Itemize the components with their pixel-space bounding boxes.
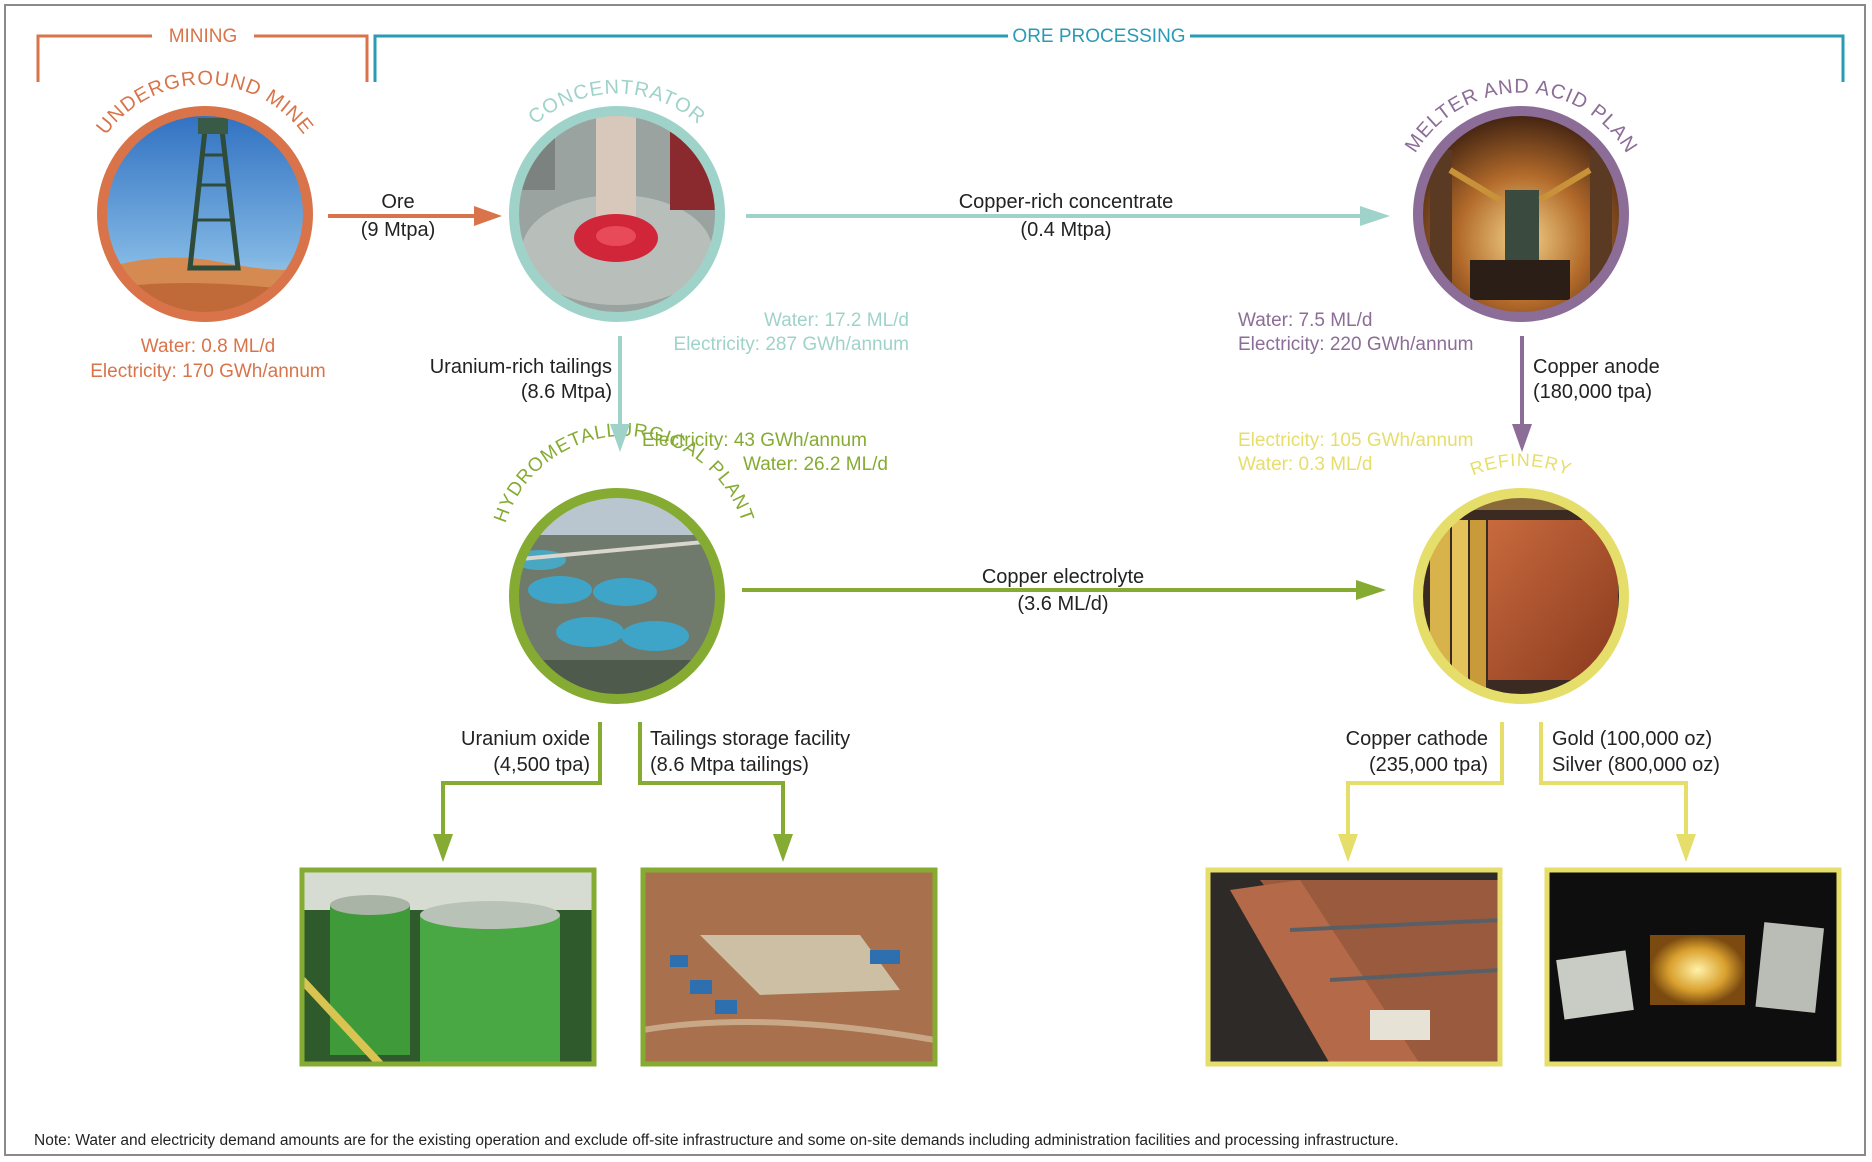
anode-amount: (180,000 tpa): [1533, 381, 1652, 403]
electrolyte-label: Copper electrolyte: [982, 566, 1144, 588]
concentrator-node: CONCENTRATOR Water: 17.2 ML/d Electricit…: [509, 76, 909, 355]
smelter-photo: [1418, 111, 1624, 317]
ore-label: Ore: [381, 191, 414, 213]
mine-electricity: Electricity: 170 GWh/annum: [90, 361, 325, 382]
tsf-label: Tailings storage facility: [650, 728, 850, 750]
mining-bracket: MINING: [36, 26, 369, 82]
cathode-amount: (235,000 tpa): [1369, 754, 1488, 776]
concentrate-flow: Copper-rich concentrate (0.4 Mtpa): [746, 191, 1390, 241]
hydromet-electricity: Electricity: 43 GWh/annum: [642, 430, 867, 451]
cathode-output: Copper cathode (235,000 tpa): [1338, 722, 1504, 862]
electrolyte-flow: Copper electrolyte (3.6 ML/d): [742, 566, 1386, 615]
concentrator-electricity: Electricity: 287 GWh/annum: [674, 334, 909, 355]
tailings-flow: Uranium-rich tailings (8.6 Mtpa): [430, 336, 630, 452]
anode-label: Copper anode: [1533, 356, 1660, 378]
mining-header: MINING: [169, 26, 238, 47]
tsf-amount: (8.6 Mtpa tailings): [650, 754, 809, 776]
ore-processing-header: ORE PROCESSING: [1012, 26, 1185, 47]
uranium-label: Uranium oxide: [461, 728, 590, 750]
electrolyte-amount: (3.6 ML/d): [1017, 593, 1108, 615]
hydromet-water: Water: 26.2 ML/d: [743, 454, 888, 475]
gold-silver-bars-photo: [1544, 867, 1842, 1067]
uranium-amount: (4,500 tpa): [493, 754, 590, 776]
underground-mine-node: UNDERGROUND MINE Water: 0.8 ML/d Electri…: [90, 68, 325, 382]
concentrator-photo: [514, 111, 720, 317]
ore-processing-bracket: ORE PROCESSING: [373, 26, 1845, 82]
tailings-label: Uranium-rich tailings: [430, 356, 612, 378]
smelter-electricity: Electricity: 220 GWh/annum: [1238, 334, 1473, 355]
refinery-title: REFINERY: [1467, 450, 1574, 480]
tsf-output: Tailings storage facility (8.6 Mtpa tail…: [638, 722, 850, 862]
refinery-water: Water: 0.3 ML/d: [1238, 454, 1372, 475]
diagram-frame: [4, 4, 1866, 1156]
gold-label: Gold (100,000 oz): [1552, 728, 1712, 750]
tailings-aerial-photo: [640, 867, 938, 1067]
uranium-drums-photo: [299, 867, 597, 1067]
footnote: Note: Water and electricity demand amoun…: [34, 1132, 1399, 1149]
concentrate-amount: (0.4 Mtpa): [1020, 219, 1111, 241]
refinery-electricity: Electricity: 105 GWh/annum: [1238, 430, 1473, 451]
tailings-amount: (8.6 Mtpa): [521, 381, 612, 403]
ore-amount: (9 Mtpa): [361, 219, 435, 241]
gold-silver-output: Gold (100,000 oz) Silver (800,000 oz): [1539, 722, 1720, 862]
cathode-label: Copper cathode: [1346, 728, 1488, 750]
silver-label: Silver (800,000 oz): [1552, 754, 1720, 776]
concentrator-water: Water: 17.2 ML/d: [764, 310, 909, 331]
concentrate-label: Copper-rich concentrate: [959, 191, 1174, 213]
copper-cathode-photo: [1205, 867, 1503, 1067]
ore-flow: Ore (9 Mtpa): [328, 191, 502, 241]
hydrometallurgical-plant-node: HYDROMETALLURGICAL PLANT Electricity: 43…: [490, 420, 888, 704]
mine-water: Water: 0.8 ML/d: [141, 336, 275, 357]
uranium-output: Uranium oxide (4,500 tpa): [433, 722, 602, 862]
anode-flow: Copper anode (180,000 tpa): [1512, 336, 1660, 452]
smelter-water: Water: 7.5 ML/d: [1238, 310, 1372, 331]
refinery-node: REFINERY Electricity: 105 GWh/annum Wate…: [1238, 430, 1629, 704]
